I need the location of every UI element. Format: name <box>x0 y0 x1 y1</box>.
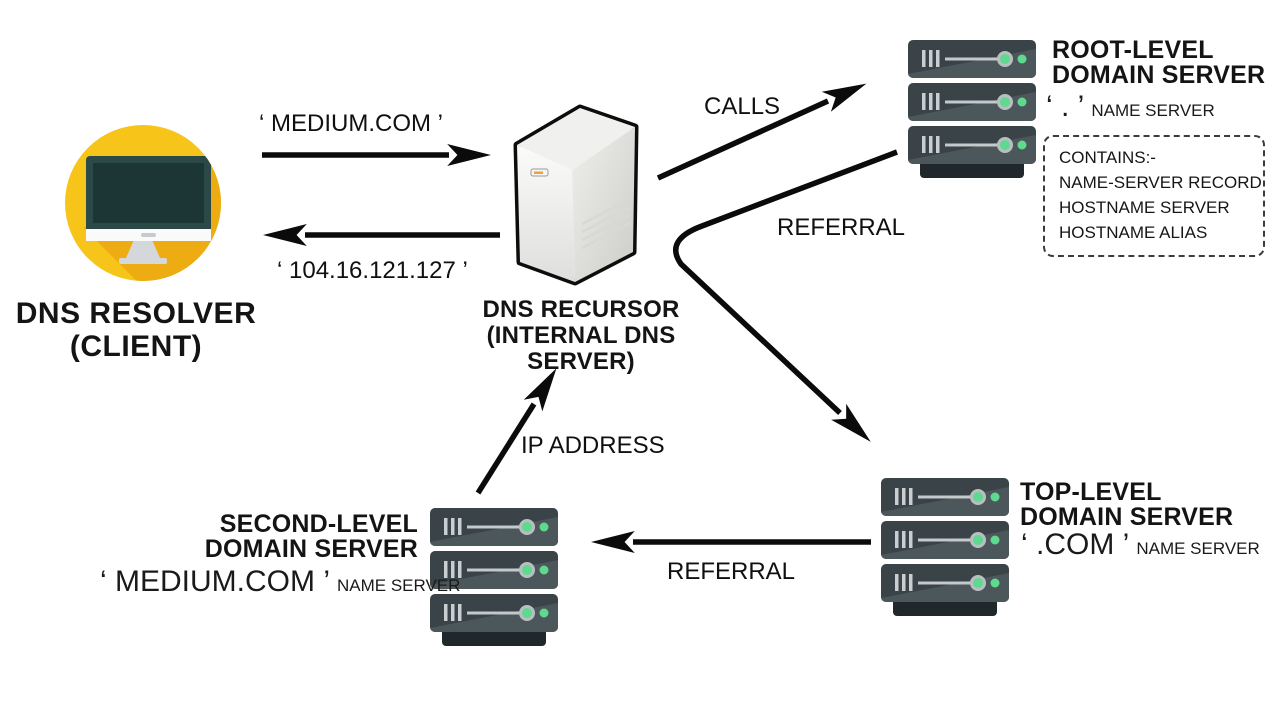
monitor-stand <box>126 241 160 258</box>
contains-line: NAME-SERVER RECORD <box>1059 173 1262 192</box>
root-server-stack-icon <box>908 40 1036 180</box>
root-server-title-line1: ROOT-LEVEL <box>1052 36 1214 64</box>
sld-zone-label: NAME SERVER <box>336 576 461 595</box>
client-title-line2: (CLIENT) <box>69 330 203 363</box>
monitor-base <box>119 258 167 264</box>
monitor-frame <box>86 156 211 229</box>
root-zone-line: ‘ . ’ NAME SERVER <box>1046 90 1215 124</box>
recursor-title-line1: DNS RECURSOR <box>482 296 680 323</box>
contains-line: CONTAINS:- <box>1059 148 1156 167</box>
tld-server-title: TOP-LEVEL DOMAIN SERVER <box>1020 480 1233 530</box>
sld-zone-line: ‘ MEDIUM.COM ’ NAME SERVER <box>100 565 460 599</box>
desktop-computer-icon <box>65 125 221 281</box>
tower-server-icon <box>513 104 639 286</box>
tld-server-title-line1: TOP-LEVEL <box>1020 478 1162 506</box>
tld-zone-label: NAME SERVER <box>1136 539 1260 558</box>
contains-line: HOSTNAME ALIAS <box>1059 223 1208 242</box>
arrow-calls <box>656 83 867 181</box>
tld-zone: ‘ .COM ’ <box>1021 528 1130 561</box>
response-label: ‘ 104.16.121.127 ’ <box>277 257 468 284</box>
root-server-title: ROOT-LEVEL DOMAIN SERVER <box>1052 38 1265 88</box>
root-server-title-line2: DOMAIN SERVER <box>1052 61 1266 89</box>
tld-server-title-line2: DOMAIN SERVER <box>1020 503 1234 531</box>
monitor-screen <box>93 163 204 223</box>
referral-root-label: REFERRAL <box>777 214 906 241</box>
monitor-button <box>141 233 156 237</box>
monitor-chin <box>86 229 211 241</box>
tld-server-stack-icon <box>881 478 1009 618</box>
recursor-title: DNS RECURSOR (INTERNAL DNS SERVER) <box>431 297 731 375</box>
client-title: DNS RESOLVER (CLIENT) <box>6 297 266 363</box>
root-zone: ‘ . ’ <box>1046 90 1085 123</box>
client-title-line1: DNS RESOLVER <box>15 297 257 330</box>
arrow-referral-root-to-tld <box>673 149 898 442</box>
ip-address-label: IP ADDRESS <box>521 432 665 459</box>
sld-server-title: SECOND-LEVEL DOMAIN SERVER <box>100 512 418 562</box>
sld-server-title-line2: DOMAIN SERVER <box>204 535 418 563</box>
sld-zone: ‘ MEDIUM.COM ’ <box>100 565 330 598</box>
root-contains-box: CONTAINS:- NAME-SERVER RECORD HOSTNAME S… <box>1043 135 1265 257</box>
contains-line: HOSTNAME SERVER <box>1059 198 1230 217</box>
root-zone-label: NAME SERVER <box>1091 101 1215 120</box>
tld-zone-line: ‘ .COM ’ NAME SERVER <box>1021 528 1260 562</box>
recursor-title-line2: (INTERNAL DNS SERVER) <box>486 322 676 375</box>
arrow-ip-address <box>475 368 557 495</box>
query-label: ‘ MEDIUM.COM ’ <box>259 110 443 137</box>
referral-tld-label: REFERRAL <box>667 558 796 585</box>
sld-server-title-line1: SECOND-LEVEL <box>219 510 418 538</box>
calls-label: CALLS <box>704 93 781 120</box>
